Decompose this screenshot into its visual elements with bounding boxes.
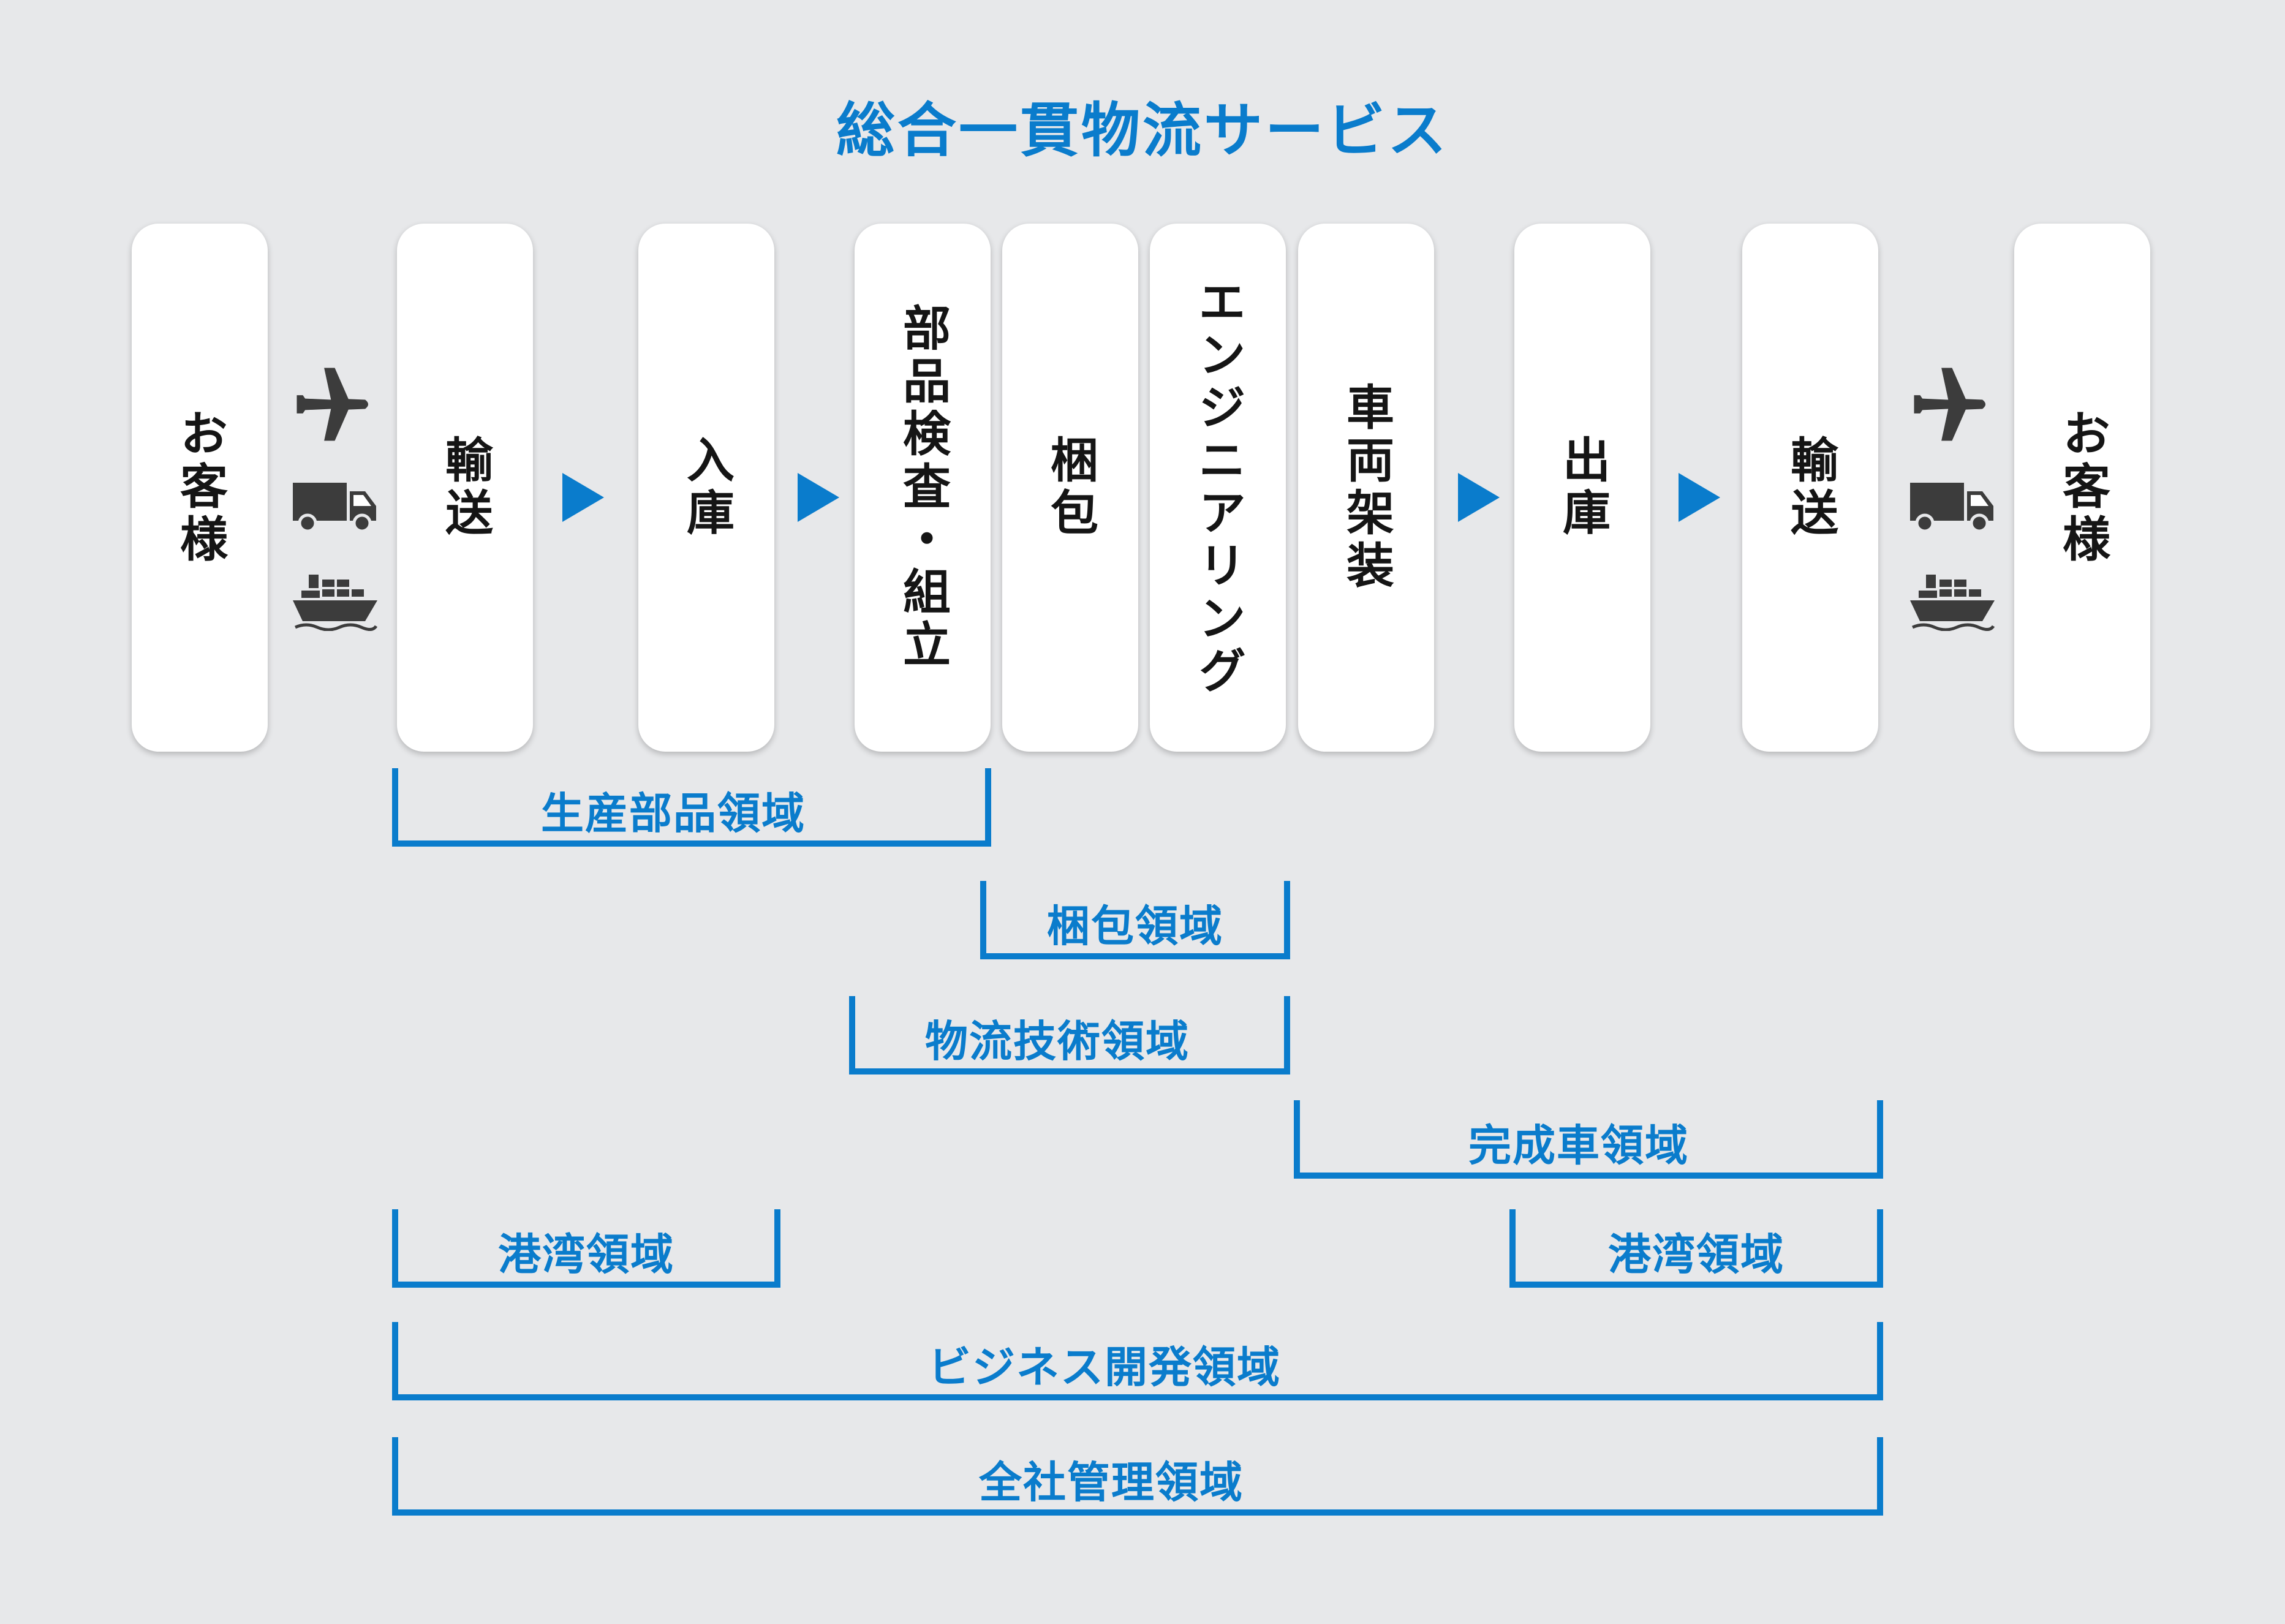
step-label: 輸送 xyxy=(437,435,493,540)
flow-arrow xyxy=(798,473,839,522)
step-box-customer-left: お客様 xyxy=(132,224,268,752)
step-label: 部品検査・組立 xyxy=(895,303,950,672)
step-label: 入庫 xyxy=(679,435,734,540)
flow-arrow xyxy=(1458,473,1500,522)
domain-bracket xyxy=(849,996,1290,1074)
flow-arrow xyxy=(1679,473,1720,522)
step-label: お客様 xyxy=(172,409,227,567)
domain-bracket xyxy=(392,1322,1883,1400)
domain-bracket xyxy=(1294,1100,1883,1179)
domain-label: 梱包領域 xyxy=(1047,901,1223,951)
truck-icon xyxy=(293,483,376,532)
airplane-icon xyxy=(296,368,369,441)
airplane-icon xyxy=(1914,368,1986,441)
step-box-transport-left: 輸送 xyxy=(397,224,533,752)
domain-label: 生産部品領域 xyxy=(541,788,806,839)
domain-label: 港湾領域 xyxy=(498,1229,674,1280)
step-label: 梱包 xyxy=(1043,435,1098,540)
step-box-receiving: 入庫 xyxy=(638,224,774,752)
domain-bracket xyxy=(1509,1209,1883,1288)
ship-icon xyxy=(293,575,377,631)
step-box-vehicle-body: 車両架装 xyxy=(1298,224,1434,752)
domain-label: ビジネス開発領域 xyxy=(928,1342,1281,1392)
truck-icon xyxy=(1910,483,1993,532)
domain-label: 全社管理領域 xyxy=(979,1457,1244,1508)
step-box-engineering: エンジニアリング xyxy=(1150,224,1286,752)
step-box-customer-right: お客様 xyxy=(2014,224,2150,752)
flow-arrow xyxy=(562,473,604,522)
domain-bracket xyxy=(392,1209,780,1288)
step-label: 車両架装 xyxy=(1339,382,1394,593)
step-label: エンジニアリング xyxy=(1190,277,1245,698)
domain-label: 港湾領域 xyxy=(1608,1229,1785,1280)
step-box-shipping: 出庫 xyxy=(1514,224,1650,752)
domain-bracket xyxy=(980,881,1290,959)
step-label: 出庫 xyxy=(1555,435,1610,540)
step-label: 輸送 xyxy=(1783,435,1838,540)
step-label: お客様 xyxy=(2055,409,2110,567)
domain-label: 完成車領域 xyxy=(1468,1120,1689,1171)
domain-label: 物流技術領域 xyxy=(925,1016,1190,1067)
domain-bracket xyxy=(392,768,991,847)
step-box-inspection-assembly: 部品検査・組立 xyxy=(855,224,991,752)
step-box-packing: 梱包 xyxy=(1002,224,1138,752)
step-box-transport-right: 輸送 xyxy=(1742,224,1878,752)
domain-bracket xyxy=(392,1437,1883,1516)
ship-icon xyxy=(1910,575,1995,631)
page-title: 総合一貫物流サービス xyxy=(836,96,1449,165)
